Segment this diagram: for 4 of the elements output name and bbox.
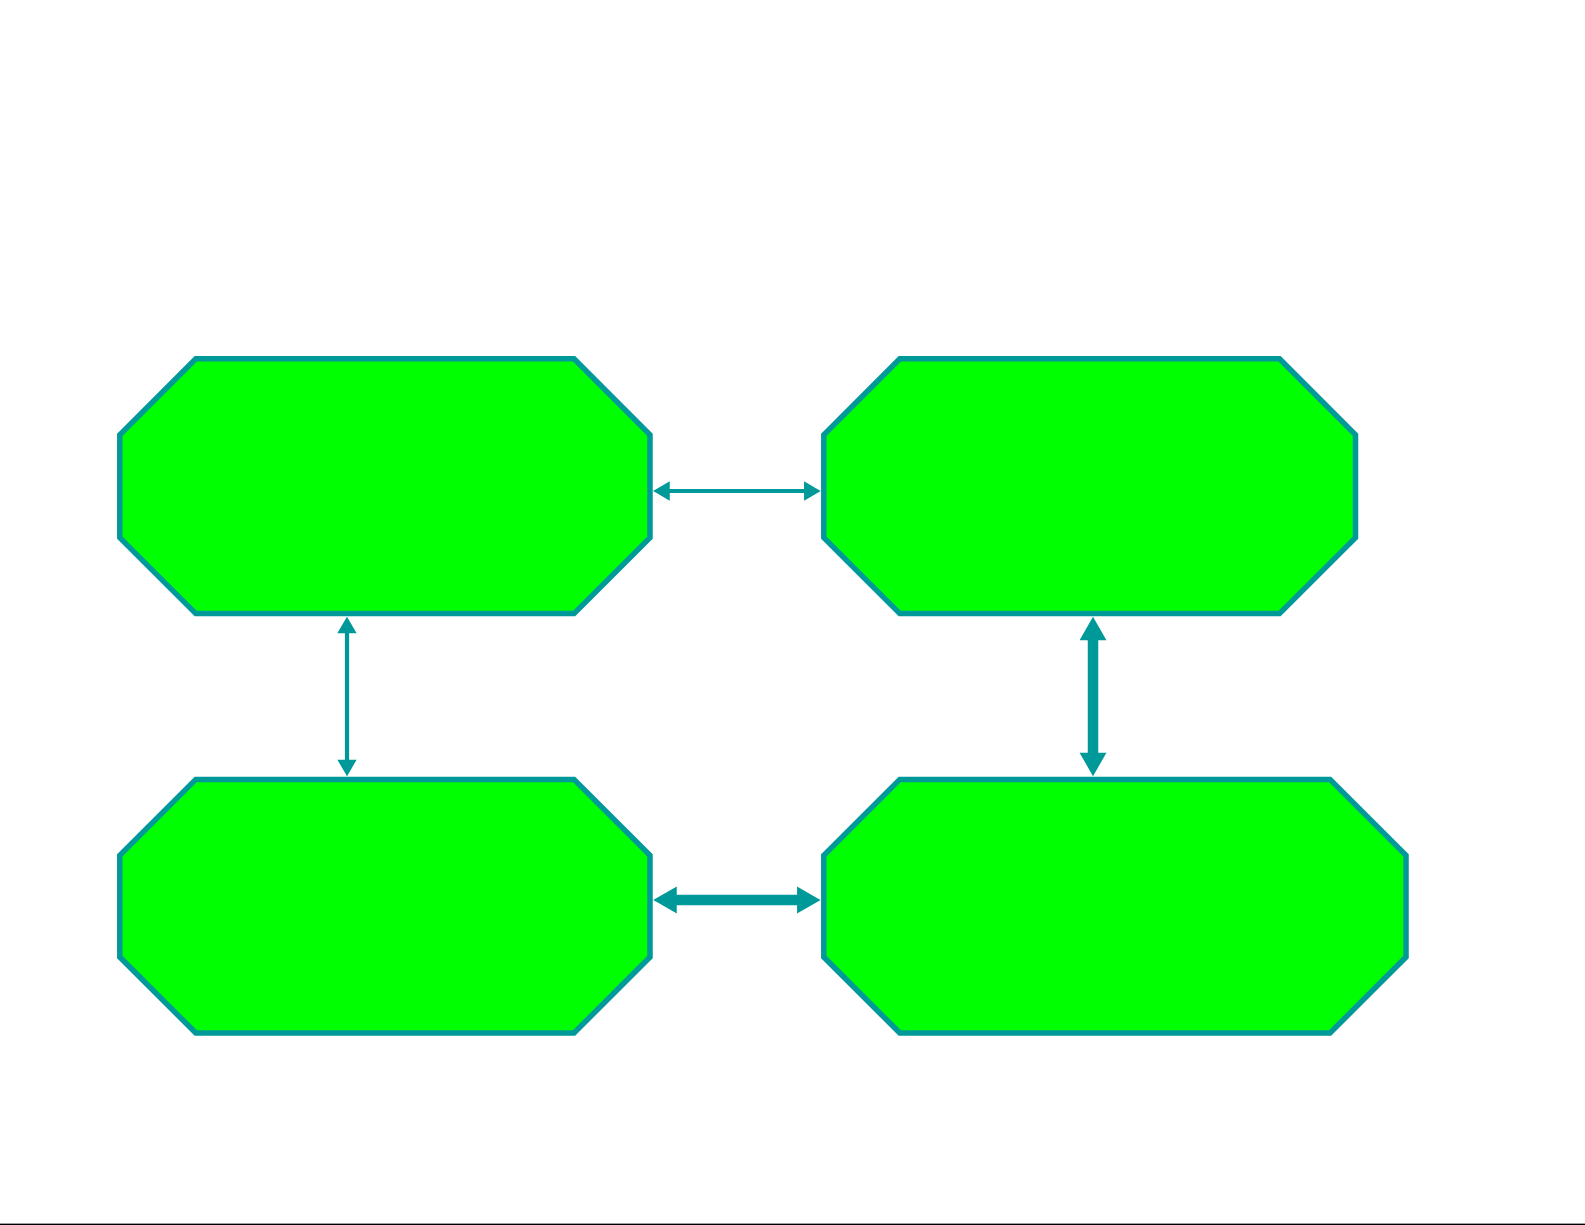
octagon-shape <box>821 776 1409 1036</box>
octagon-shape <box>117 776 653 1036</box>
octagon-shape <box>821 356 1359 617</box>
octagon-shape <box>117 356 653 617</box>
